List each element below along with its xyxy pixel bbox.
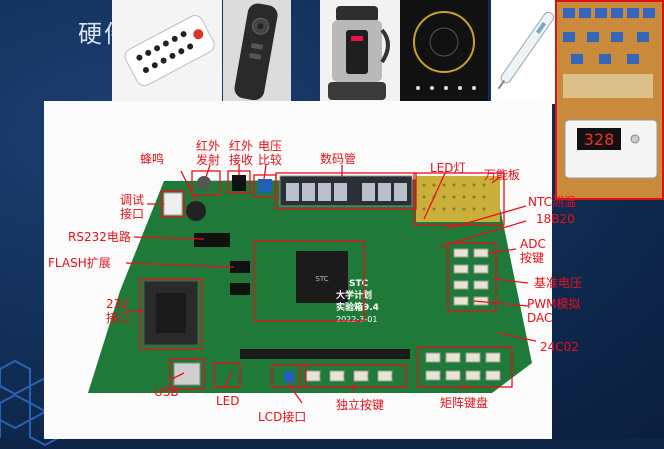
label-18b20: 18B20	[536, 212, 575, 226]
label-232-port: 232 接口	[106, 297, 131, 325]
perfboard	[416, 176, 500, 222]
label-led-light: LED灯	[430, 161, 466, 175]
board-brand: STC	[349, 279, 369, 289]
ir-receiver	[232, 175, 246, 191]
label-ir-rx: 红外 接收	[229, 139, 254, 167]
rs232-chip	[194, 233, 230, 247]
label-indep-keys: 独立按键	[336, 398, 385, 412]
label-led: LED	[216, 394, 240, 408]
svg-text:STC: STC	[315, 275, 328, 283]
buzzer	[186, 201, 206, 221]
debug-connector	[163, 192, 183, 216]
label-adc-keys: ADC 按键	[520, 237, 546, 265]
mcu-chip	[296, 251, 348, 303]
board-date: 2022-3-01	[336, 315, 377, 324]
label-seg-display: 数码管	[320, 152, 357, 166]
label-debug-port: 调试 接口	[120, 193, 145, 221]
induction-cooker-photo	[400, 0, 488, 104]
label-rs232: RS232电路	[68, 230, 131, 244]
label-proto-board: 万能板	[484, 168, 521, 182]
label-pwm-dac: PWM模拟 DAC	[527, 297, 581, 325]
lcd-header	[240, 349, 410, 359]
board-line1: 大学计划	[336, 289, 372, 301]
circuit-board-photo: 328	[555, 0, 664, 200]
label-voltage-compare: 电压 比较	[258, 139, 283, 167]
usb-port	[173, 362, 201, 386]
annotation-leader-lines	[125, 164, 537, 404]
label-lcd-port: LCD接口	[258, 410, 307, 424]
label-ref-voltage: 基准电压	[534, 276, 583, 290]
thermostat-reading: 328	[584, 130, 615, 149]
potentiometer	[258, 179, 272, 193]
ir-transmitter	[197, 176, 211, 190]
annotation-boxes	[139, 170, 513, 390]
soymilk-maker-photo	[320, 0, 400, 104]
label-24c02: 24C02	[540, 340, 579, 354]
label-ntc: NTC测温	[528, 195, 576, 209]
label-matrix-keys: 矩阵键盘	[440, 396, 489, 410]
board-line2: 实验箱9.4	[336, 301, 379, 313]
label-buzzer: 蜂鸣	[140, 152, 165, 166]
ir-remote-photo	[112, 0, 222, 104]
thermometer-photo	[491, 0, 555, 104]
label-usb: USB	[154, 385, 179, 399]
board-photo-panel: STC STC 大学计划 实验箱9.4 2022-3-01	[44, 101, 552, 439]
tv-remote-photo	[223, 0, 291, 104]
label-ir-tx: 红外 发射	[196, 139, 221, 167]
flash-chip	[230, 261, 250, 273]
label-flash: FLASH扩展	[48, 256, 111, 270]
